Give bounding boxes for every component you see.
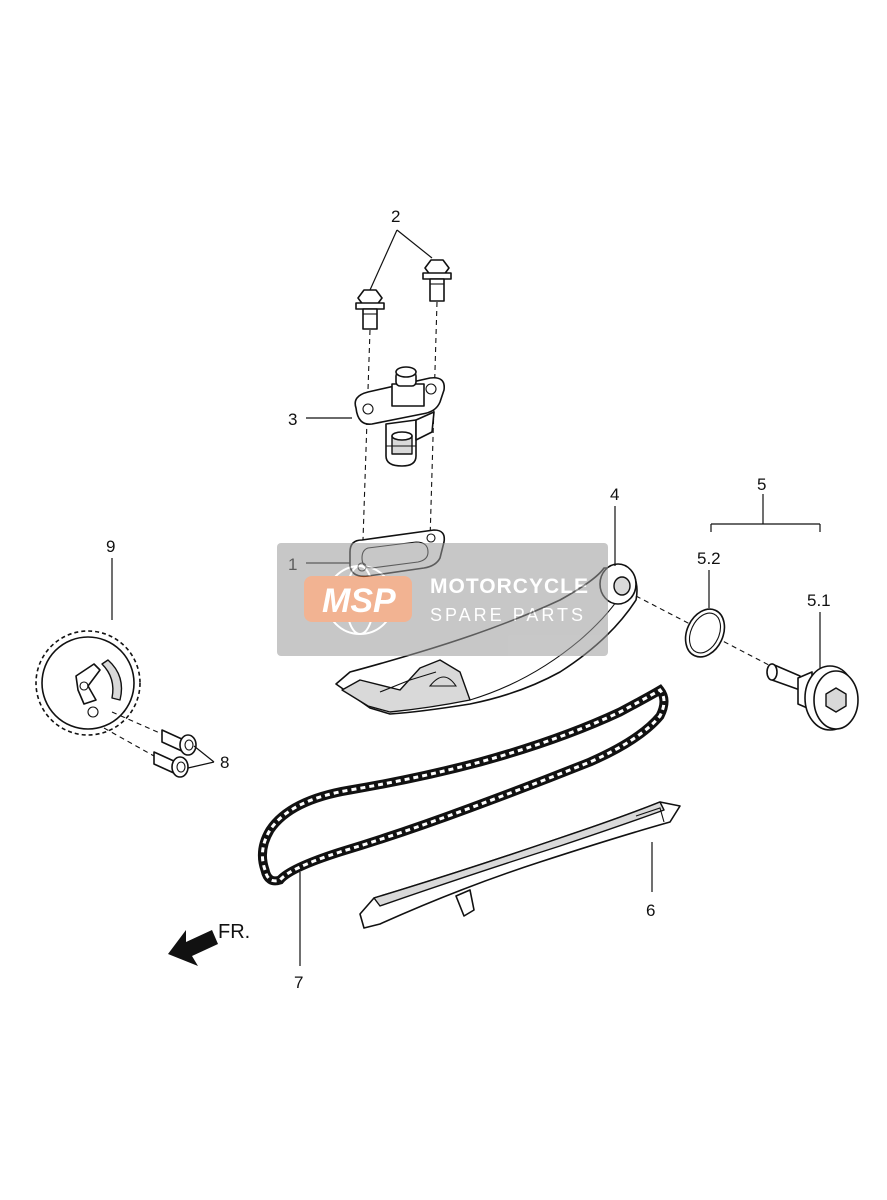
callout-5: 5 <box>757 475 766 494</box>
watermark-logo-badge <box>304 576 412 622</box>
callout-5-1: 5.1 <box>807 591 831 610</box>
chain-tensioner[interactable] <box>354 366 446 467</box>
pivot-bolt[interactable] <box>766 663 859 731</box>
callout-5-2: 5.2 <box>697 549 721 568</box>
watermark-title: MOTORCYCLE <box>430 575 589 598</box>
callout-7: 7 <box>294 973 303 992</box>
cam-sprocket[interactable] <box>35 630 141 736</box>
callout-3: 3 <box>288 410 297 429</box>
callout-4: 4 <box>610 485 619 504</box>
watermark-subtitle: SPARE PARTS <box>430 605 586 625</box>
front-arrow-icon <box>168 930 218 966</box>
sprocket-bolt-lower[interactable] <box>153 751 189 778</box>
watermark-logo: MSP <box>322 582 396 620</box>
chain-guide[interactable] <box>359 801 681 929</box>
sprocket-bolt-axis-upper <box>111 711 163 735</box>
guide-pivot-axis <box>635 595 791 677</box>
callout-2: 2 <box>391 207 400 226</box>
front-label: FR. <box>218 921 250 943</box>
sprocket-bolt-axis-lower <box>103 727 155 757</box>
o-ring[interactable] <box>678 603 732 664</box>
callout-6: 6 <box>646 901 655 920</box>
sprocket-bolt-upper[interactable] <box>161 729 197 756</box>
front-direction-indicator: FR. <box>168 921 250 966</box>
watermark: MSP MOTORCYCLE SPARE PARTS <box>277 543 608 656</box>
bolt-left-axis <box>361 329 371 571</box>
watermark-background <box>277 543 608 656</box>
bolt-right[interactable] <box>422 259 452 302</box>
bolt-left[interactable] <box>355 289 385 330</box>
timing-chain[interactable] <box>257 684 669 886</box>
callout-9: 9 <box>106 537 115 556</box>
callout-8: 8 <box>220 753 229 772</box>
